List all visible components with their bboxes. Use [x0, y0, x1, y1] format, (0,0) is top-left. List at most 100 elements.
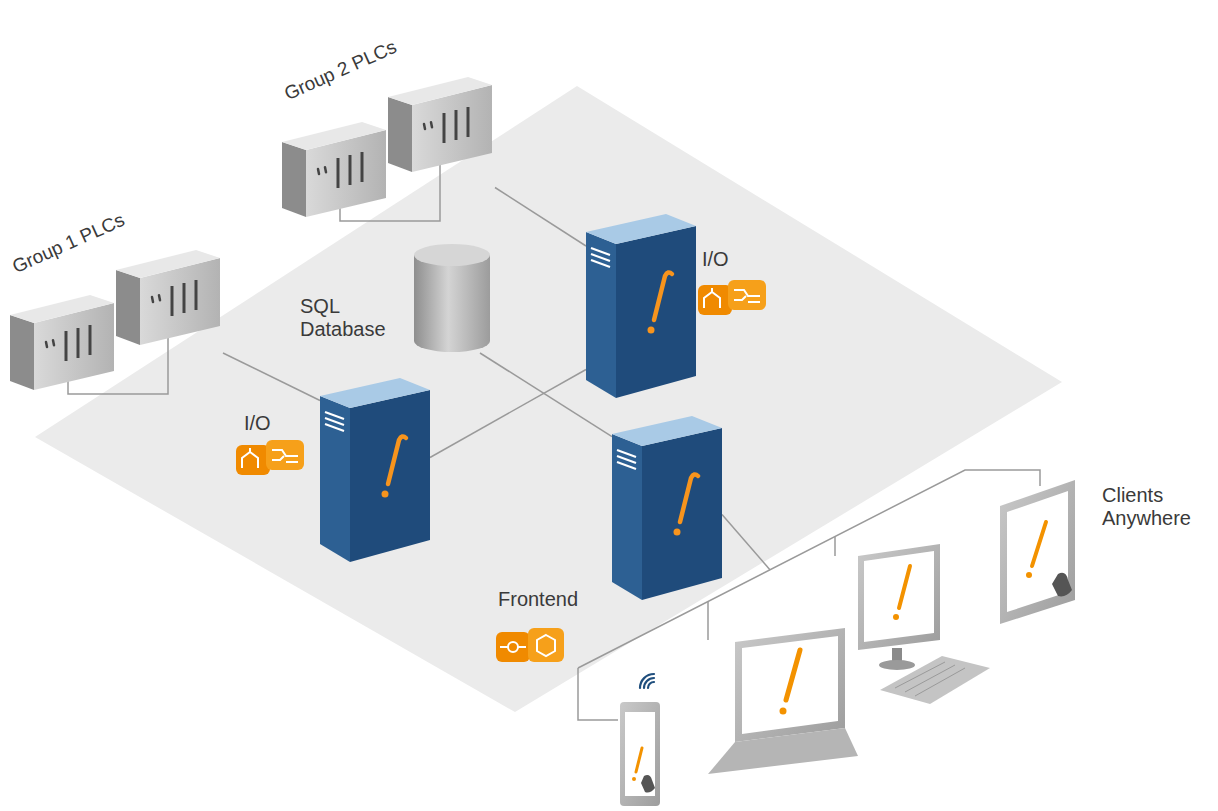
plc-group-figure: [10, 250, 220, 394]
cylinder-body: [414, 255, 490, 341]
rack-slot: [89, 325, 92, 355]
server-node: I/O: [320, 372, 430, 562]
network-link: [495, 188, 586, 247]
server-front: [350, 390, 430, 562]
database-figure: [414, 244, 490, 352]
io-icon: [236, 440, 304, 475]
plc-rack: [282, 122, 386, 217]
server-top: [612, 416, 722, 446]
server-node: Frontend: [612, 410, 722, 600]
server-vent: [591, 254, 610, 261]
server-vent: [617, 456, 636, 463]
rack-slot: [195, 280, 198, 310]
rack-side: [10, 315, 34, 390]
desktop-computer: [858, 544, 990, 704]
rack-led: [325, 167, 326, 172]
node-outline: [586, 208, 696, 398]
rack-slot: [337, 158, 340, 188]
node-label: SQL Database: [300, 295, 386, 341]
laptop-computer: [708, 628, 858, 774]
node-outline: [320, 372, 430, 562]
plc-rack: [116, 250, 220, 345]
rack-side: [116, 270, 140, 345]
server-vent: [325, 424, 344, 431]
server-vent: [591, 260, 610, 267]
rack-led: [152, 297, 153, 302]
rack-led: [53, 340, 54, 345]
brand-mark-dot: [648, 327, 655, 334]
server-top: [320, 378, 430, 408]
brand-mark: [388, 436, 406, 484]
network-link: [430, 370, 586, 458]
server-figure: [320, 378, 430, 562]
server-vent: [617, 450, 636, 457]
touch-monitor: [1000, 480, 1075, 624]
rack-led: [46, 342, 47, 347]
brand-mark-dot: [382, 491, 389, 498]
rack-top: [388, 77, 492, 105]
rack-top: [10, 295, 114, 323]
rack-slot: [171, 286, 174, 316]
plc-group: Group 1 PLCs: [8, 248, 223, 398]
node-label: Frontend: [498, 588, 578, 611]
network-link: [722, 515, 770, 571]
node-outline: [8, 248, 223, 398]
rack-led: [159, 295, 160, 300]
node-label: Group 2 PLCs: [281, 36, 400, 105]
server-vent: [325, 412, 344, 419]
frontend-icon: [496, 628, 564, 662]
plc-rack: [388, 77, 492, 172]
brand-mark-dot: [674, 529, 681, 536]
server-side: [612, 434, 642, 600]
plc-rack: [10, 295, 114, 390]
plc-group: Group 2 PLCs: [280, 75, 495, 225]
server-top: [586, 214, 696, 244]
rack-led: [424, 124, 425, 129]
server-vent: [325, 418, 344, 425]
cylinder-top: [414, 244, 490, 266]
server-vent: [591, 248, 610, 255]
rack-slot: [443, 113, 446, 143]
rack-slot: [455, 110, 458, 140]
rack-top: [116, 250, 220, 278]
brand-mark: [654, 272, 672, 320]
rack-slot: [183, 283, 186, 313]
handheld-device: [620, 674, 660, 806]
rack-slot: [77, 328, 80, 358]
client-group: Clients Anywhere: [600, 570, 1070, 802]
node-label: Group 1 PLCs: [9, 209, 128, 278]
floor-plane: [35, 86, 1062, 712]
rack-led: [431, 122, 432, 127]
rack-side: [282, 142, 306, 217]
rack-top: [282, 122, 386, 150]
server-figure: [612, 416, 722, 600]
rack-slot: [65, 331, 68, 361]
server-side: [320, 396, 350, 562]
brand-mark: [680, 474, 698, 522]
rack-slot: [349, 155, 352, 185]
network-link: [223, 353, 320, 401]
server-front: [642, 428, 722, 600]
server-side: [586, 232, 616, 398]
rack-led: [318, 169, 319, 174]
server-vent: [617, 462, 636, 469]
node-outline: [280, 75, 495, 225]
node-outline: [412, 243, 492, 353]
cylinder-bottom: [414, 330, 490, 352]
rack-side: [388, 97, 412, 172]
rack-slot: [361, 152, 364, 182]
node-outline: [612, 410, 722, 600]
server-node: I/O: [586, 208, 696, 398]
database-node: SQL Database: [412, 243, 492, 353]
node-label: I/O: [702, 248, 729, 271]
node-label: Clients Anywhere: [1102, 484, 1191, 530]
rack-slot: [467, 107, 470, 137]
server-figure: [586, 214, 696, 398]
io-icon: [698, 280, 766, 315]
server-front: [616, 226, 696, 398]
plc-group-figure: [282, 77, 492, 221]
node-label: I/O: [244, 412, 271, 435]
